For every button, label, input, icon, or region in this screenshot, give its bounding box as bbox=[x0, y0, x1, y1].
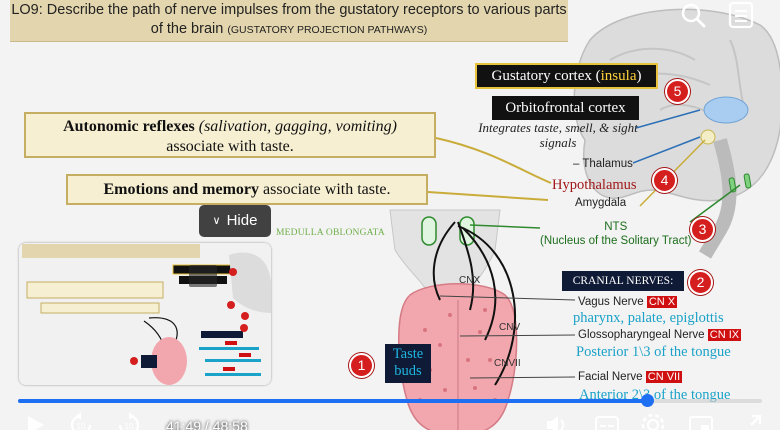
orbitofrontal-label: Orbitofrontal cortex bbox=[492, 96, 639, 120]
vagus-nerve-label: Vagus Nerve CN X bbox=[578, 296, 678, 308]
facial-name: Facial Nerve bbox=[578, 371, 643, 383]
insula-region bbox=[703, 96, 749, 124]
glossopharyngeal-nerve-label: Glossopharyngeal Nerve CN IX bbox=[578, 329, 742, 341]
forward-10-icon[interactable]: 10 bbox=[116, 412, 142, 430]
taste-line1: Taste bbox=[392, 346, 424, 362]
step-badge-2: 2 bbox=[688, 270, 713, 295]
chevron-down-icon: ∨ bbox=[212, 215, 221, 227]
volume-icon[interactable] bbox=[544, 412, 570, 430]
brain-illustration bbox=[573, 8, 780, 259]
integrates-caption: Integrates taste, smell, & sight signals bbox=[478, 120, 638, 150]
vagus-cn-tag: CN X bbox=[646, 296, 678, 308]
nts-abbrev: NTS bbox=[604, 221, 628, 233]
amygdala-label: Amygdala bbox=[575, 197, 627, 209]
step-badge-1: 1 bbox=[349, 353, 374, 378]
cnv-label: CNV bbox=[499, 322, 521, 333]
svg-text:10: 10 bbox=[77, 422, 86, 430]
vagus-region: pharynx, palate, epiglottis bbox=[573, 310, 724, 326]
captions-icon[interactable] bbox=[594, 412, 620, 430]
facial-cn-tag: CN VII bbox=[645, 371, 683, 383]
autonomic-examples: (salivation, gagging, vomiting) bbox=[194, 118, 397, 135]
play-icon[interactable] bbox=[22, 412, 48, 430]
gustatory-suffix: ) bbox=[636, 68, 642, 84]
hide-button-label: Hide bbox=[226, 212, 258, 229]
taste-line2: buds bbox=[394, 363, 422, 379]
nts-full: (Nucleus of the Solitary Tract) bbox=[540, 235, 692, 247]
queue-icon[interactable] bbox=[726, 0, 756, 30]
glosso-region: Posterior 1\3 of the tongue bbox=[576, 344, 731, 360]
emotions-heading: Emotions and memory bbox=[103, 181, 260, 198]
scrub-preview-thumbnail bbox=[19, 243, 271, 385]
cranial-nerves-heading: CRANIAL NERVES: bbox=[562, 271, 684, 291]
nts-left bbox=[421, 216, 437, 246]
thumbnail-slide-image bbox=[19, 243, 271, 385]
facial-nerve-label: Facial Nerve CN VII bbox=[578, 371, 683, 383]
gear-icon[interactable] bbox=[640, 412, 666, 430]
slide-title-main: LO9: Describe the path of nerve impulses… bbox=[11, 2, 567, 37]
autonomic-reflexes-box: Autonomic reflexes (salivation, gagging,… bbox=[24, 112, 436, 158]
vagus-name: Vagus Nerve bbox=[578, 296, 644, 308]
rewind-10-icon[interactable]: 10 bbox=[68, 412, 94, 430]
glosso-name: Glossopharyngeal Nerve bbox=[578, 329, 705, 341]
search-icon[interactable] bbox=[678, 0, 708, 30]
thalamus-label: – Thalamus bbox=[573, 158, 633, 170]
autonomic-line2: associate with taste. bbox=[166, 138, 294, 155]
progress-scrubber[interactable] bbox=[641, 394, 654, 407]
hypothalamus-label: Hypothalamus bbox=[552, 177, 637, 193]
step-badge-5: 5 bbox=[665, 79, 690, 104]
step-badge-3: 3 bbox=[690, 217, 715, 242]
miniplayer-icon[interactable] bbox=[688, 412, 714, 430]
slide-title-sub: (GUSTATORY PROJECTION PATHWAYS) bbox=[227, 24, 428, 36]
autonomic-heading: Autonomic reflexes bbox=[63, 118, 195, 135]
insula-word: insula bbox=[600, 68, 637, 84]
gustatory-cortex-label: Gustatory cortex (insula) bbox=[475, 63, 658, 89]
hide-thumbnail-button[interactable]: ∨ Hide bbox=[199, 205, 271, 237]
time-readout: 41:49 / 48:58 bbox=[166, 418, 248, 430]
emotions-rest: associate with taste. bbox=[259, 181, 391, 198]
emotions-memory-box: Emotions and memory associate with taste… bbox=[66, 174, 428, 205]
svg-text:10: 10 bbox=[125, 422, 134, 430]
step-badge-4: 4 bbox=[652, 168, 677, 193]
gustatory-prefix: Gustatory cortex ( bbox=[491, 68, 601, 84]
progress-played bbox=[18, 399, 647, 403]
cnx-label: CNX bbox=[459, 275, 481, 286]
fullscreen-icon[interactable] bbox=[738, 412, 764, 430]
nts-label: NTS (Nucleus of the Solitary Tract) bbox=[540, 220, 691, 248]
taste-buds-label: Taste buds bbox=[385, 344, 431, 383]
slide-title: LO9: Describe the path of nerve impulses… bbox=[10, 0, 568, 42]
cnvii-label: CNVII bbox=[494, 358, 521, 369]
glosso-cn-tag: CN IX bbox=[707, 329, 742, 341]
medulla-label: MEDULLA OBLONGATA bbox=[276, 228, 385, 238]
